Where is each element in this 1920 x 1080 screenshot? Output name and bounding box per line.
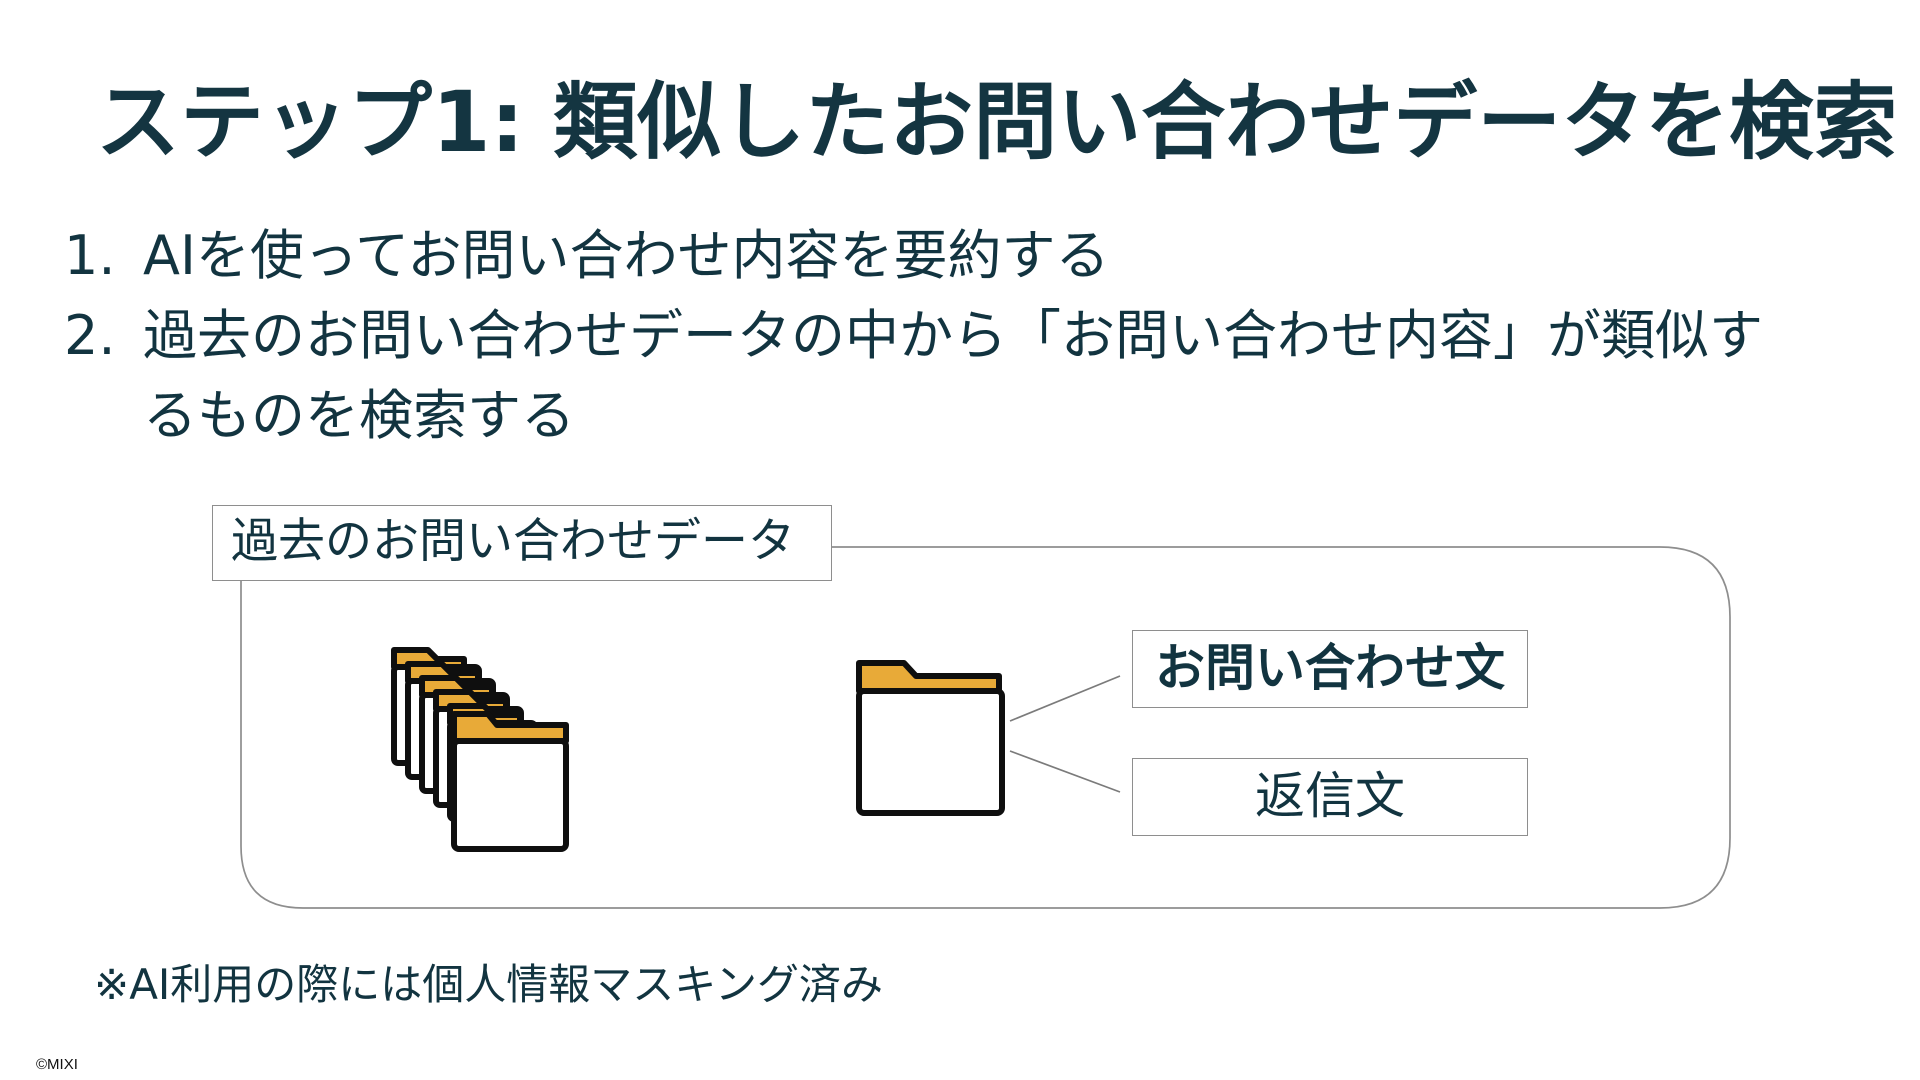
step-item-1: 1. AIを使ってお問い合わせ内容を要約する bbox=[64, 216, 1844, 296]
connector-line bbox=[1009, 750, 1121, 793]
step-text: 過去のお問い合わせデータの中から「お問い合わせ内容」が類似するものを検索する bbox=[143, 304, 1763, 447]
past-data-container bbox=[240, 546, 1731, 909]
inquiry-text-box: お問い合わせ文 bbox=[1132, 630, 1528, 708]
reply-text-box: 返信文 bbox=[1132, 758, 1528, 836]
folder-icon bbox=[856, 660, 1005, 816]
step-item-2: 2. 過去のお問い合わせデータの中から「お問い合わせ内容」が類似するものを検索す… bbox=[64, 296, 1844, 456]
slide-title: ステップ1: 類似したお問い合わせデータを検索 bbox=[96, 73, 1898, 171]
privacy-note: ※AI利用の際には個人情報マスキング済み bbox=[94, 960, 884, 1009]
connector-line bbox=[1009, 675, 1121, 722]
folder-stack-icon bbox=[391, 647, 569, 852]
diagram-svg bbox=[240, 546, 1731, 909]
step-list: 1. AIを使ってお問い合わせ内容を要約する 2. 過去のお問い合わせデータの中… bbox=[64, 216, 1844, 456]
step-text: AIを使ってお問い合わせ内容を要約する bbox=[143, 224, 1110, 287]
stacked-folder-front bbox=[451, 711, 569, 852]
step-number: 1. bbox=[64, 224, 116, 287]
inquiry-data-diagram: 過去のお問い合わせデータ お問い合わせ文 返信文 bbox=[212, 505, 1736, 910]
past-inquiry-data-label: 過去のお問い合わせデータ bbox=[212, 505, 832, 581]
step-number: 2. bbox=[64, 304, 116, 367]
copyright: ©MIXI bbox=[36, 1056, 78, 1073]
